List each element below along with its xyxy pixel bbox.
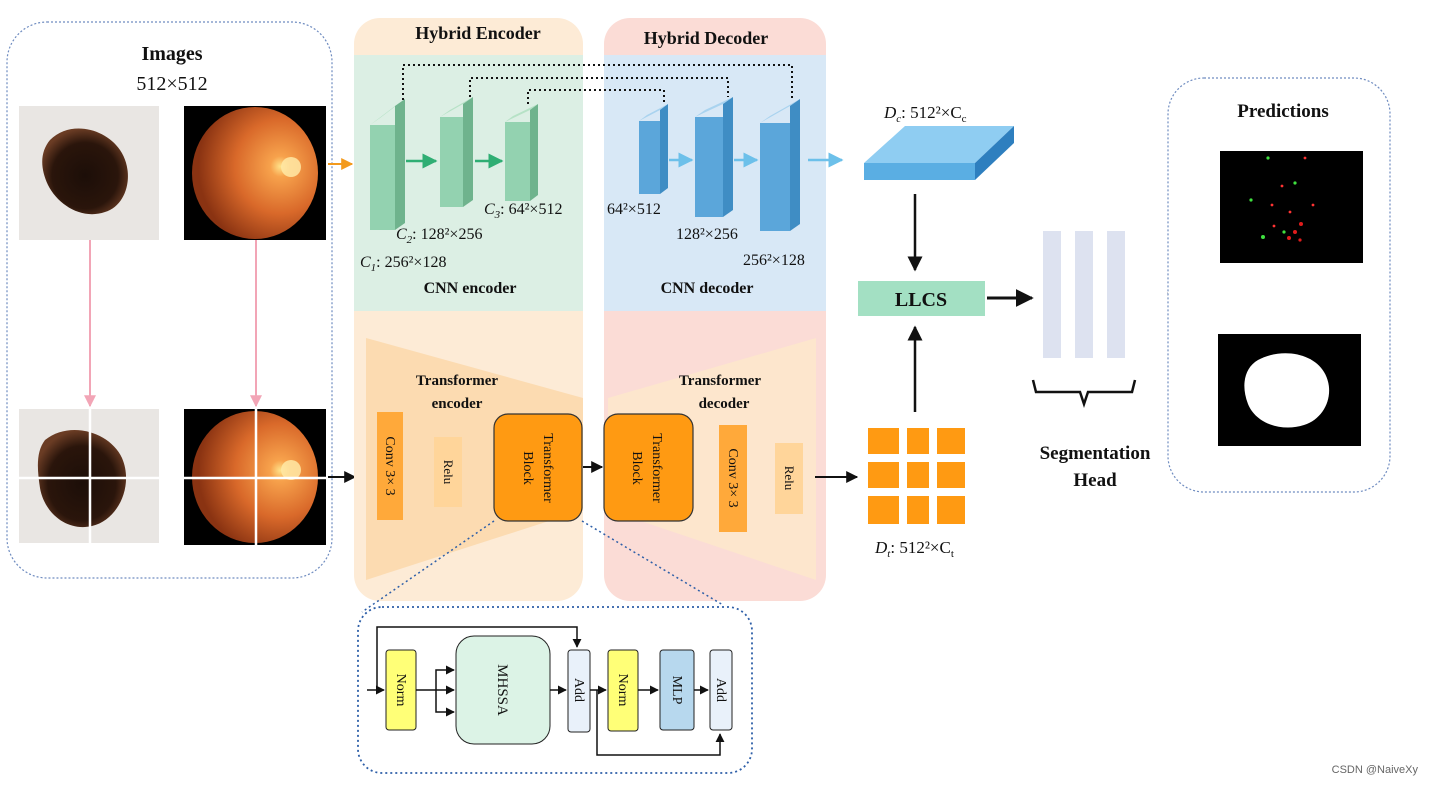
transformer-decoder-title-2: decoder [699,396,750,412]
dec-conv-box [719,425,747,532]
mlp-label: MLP [669,676,684,705]
dec-transformer-block[interactable] [603,413,694,522]
cnn-encoder-layer-1 [370,99,405,230]
hybrid-encoder: Hybrid Encoder C3: 64²×512 C2: 128²×256 … [354,18,583,601]
dec-block-label-1: Transformer [649,433,664,503]
hybrid-decoder: Hybrid Decoder 64²×512 128²×256 256²×128… [603,18,826,601]
enc-relu-label: Relu [441,460,456,485]
dt-label: Dt: 512²×Ct [874,538,954,560]
predictions-panel: Predictions [1167,77,1391,493]
hybrid-decoder-title: Hybrid Decoder [644,28,768,48]
mhssa-label: MHSSA [494,664,510,716]
skin-lesion-patched-image [19,409,159,543]
seghead-brace [1031,379,1137,408]
transformer-block-detail: Norm MHSSA Add Norm MLP Add [357,520,753,774]
block-detail-wiring [367,626,725,756]
predictions-title: Predictions [1237,101,1328,122]
dec-relu-label: Relu [782,466,797,491]
cnn-decoder-layer-2 [695,97,733,217]
dec-block-label-2: Block [629,451,644,484]
images-size: 512×512 [136,73,207,95]
add-2-label: Add [713,678,728,702]
dc-label: Dc: 512²×Cc [883,103,967,125]
norm-1-label: Norm [393,674,408,707]
d2-dim: 128²×256 [676,226,738,243]
watermark: CSDN @NaiveXy [1332,764,1419,776]
seghead-label-2: Head [1073,470,1117,491]
d1-dim: 64²×512 [607,201,661,218]
cnn-encoder-layer-3 [505,104,538,201]
skip-connections [402,64,793,104]
c3-label: C3: 64²×512 [484,201,562,221]
transformer-decoder-title-1: Transformer [679,373,762,389]
images-title: Images [141,43,202,65]
c2-label: C2: 128²×256 [396,226,482,246]
d3-dim: 256²×128 [743,252,805,269]
cnn-decoder-layer-1 [639,104,668,194]
seghead-label-1: Segmentation [1040,443,1151,464]
enc-block-label-1: Transformer [540,433,555,503]
c1-label: C1: 256²×128 [360,254,446,274]
cnn-encoder-title: CNN encoder [424,280,517,297]
cnn-decoder-layer-3 [760,99,800,231]
dec-conv-label: Conv 3× 3 [725,448,740,507]
retina-image [184,106,326,240]
llcs-label: LLCS [895,289,947,311]
retina-prediction-image [1220,151,1363,263]
transformer-encoder-title-2: encoder [432,396,483,412]
llcs-box[interactable] [858,281,985,316]
enc-conv-box [377,412,403,520]
transformer-encoder-title-1: Transformer [416,373,499,389]
enc-conv-label: Conv 3× 3 [382,436,397,495]
enc-block-label-2: Block [520,451,535,484]
cnn-encoder-layer-2 [440,97,473,207]
cnn-decoder-title: CNN decoder [661,280,754,297]
dc-feature-map [864,126,1014,180]
enc-transformer-block[interactable] [493,413,583,522]
norm-2-label: Norm [615,674,630,707]
add-1-box [567,649,591,733]
retina-patched-image [184,409,326,545]
enc-relu-box [434,437,462,507]
add-1-label: Add [571,678,586,702]
dec-relu-box [775,443,803,514]
hybrid-encoder-title: Hybrid Encoder [415,23,541,43]
add-2-box [709,649,733,731]
images-panel: Images 512×512 [6,21,333,579]
skin-lesion-image [19,106,159,240]
skin-lesion-mask-image [1218,334,1361,446]
dt-feature-grid [868,428,965,524]
segmentation-head-bars [1043,231,1125,358]
